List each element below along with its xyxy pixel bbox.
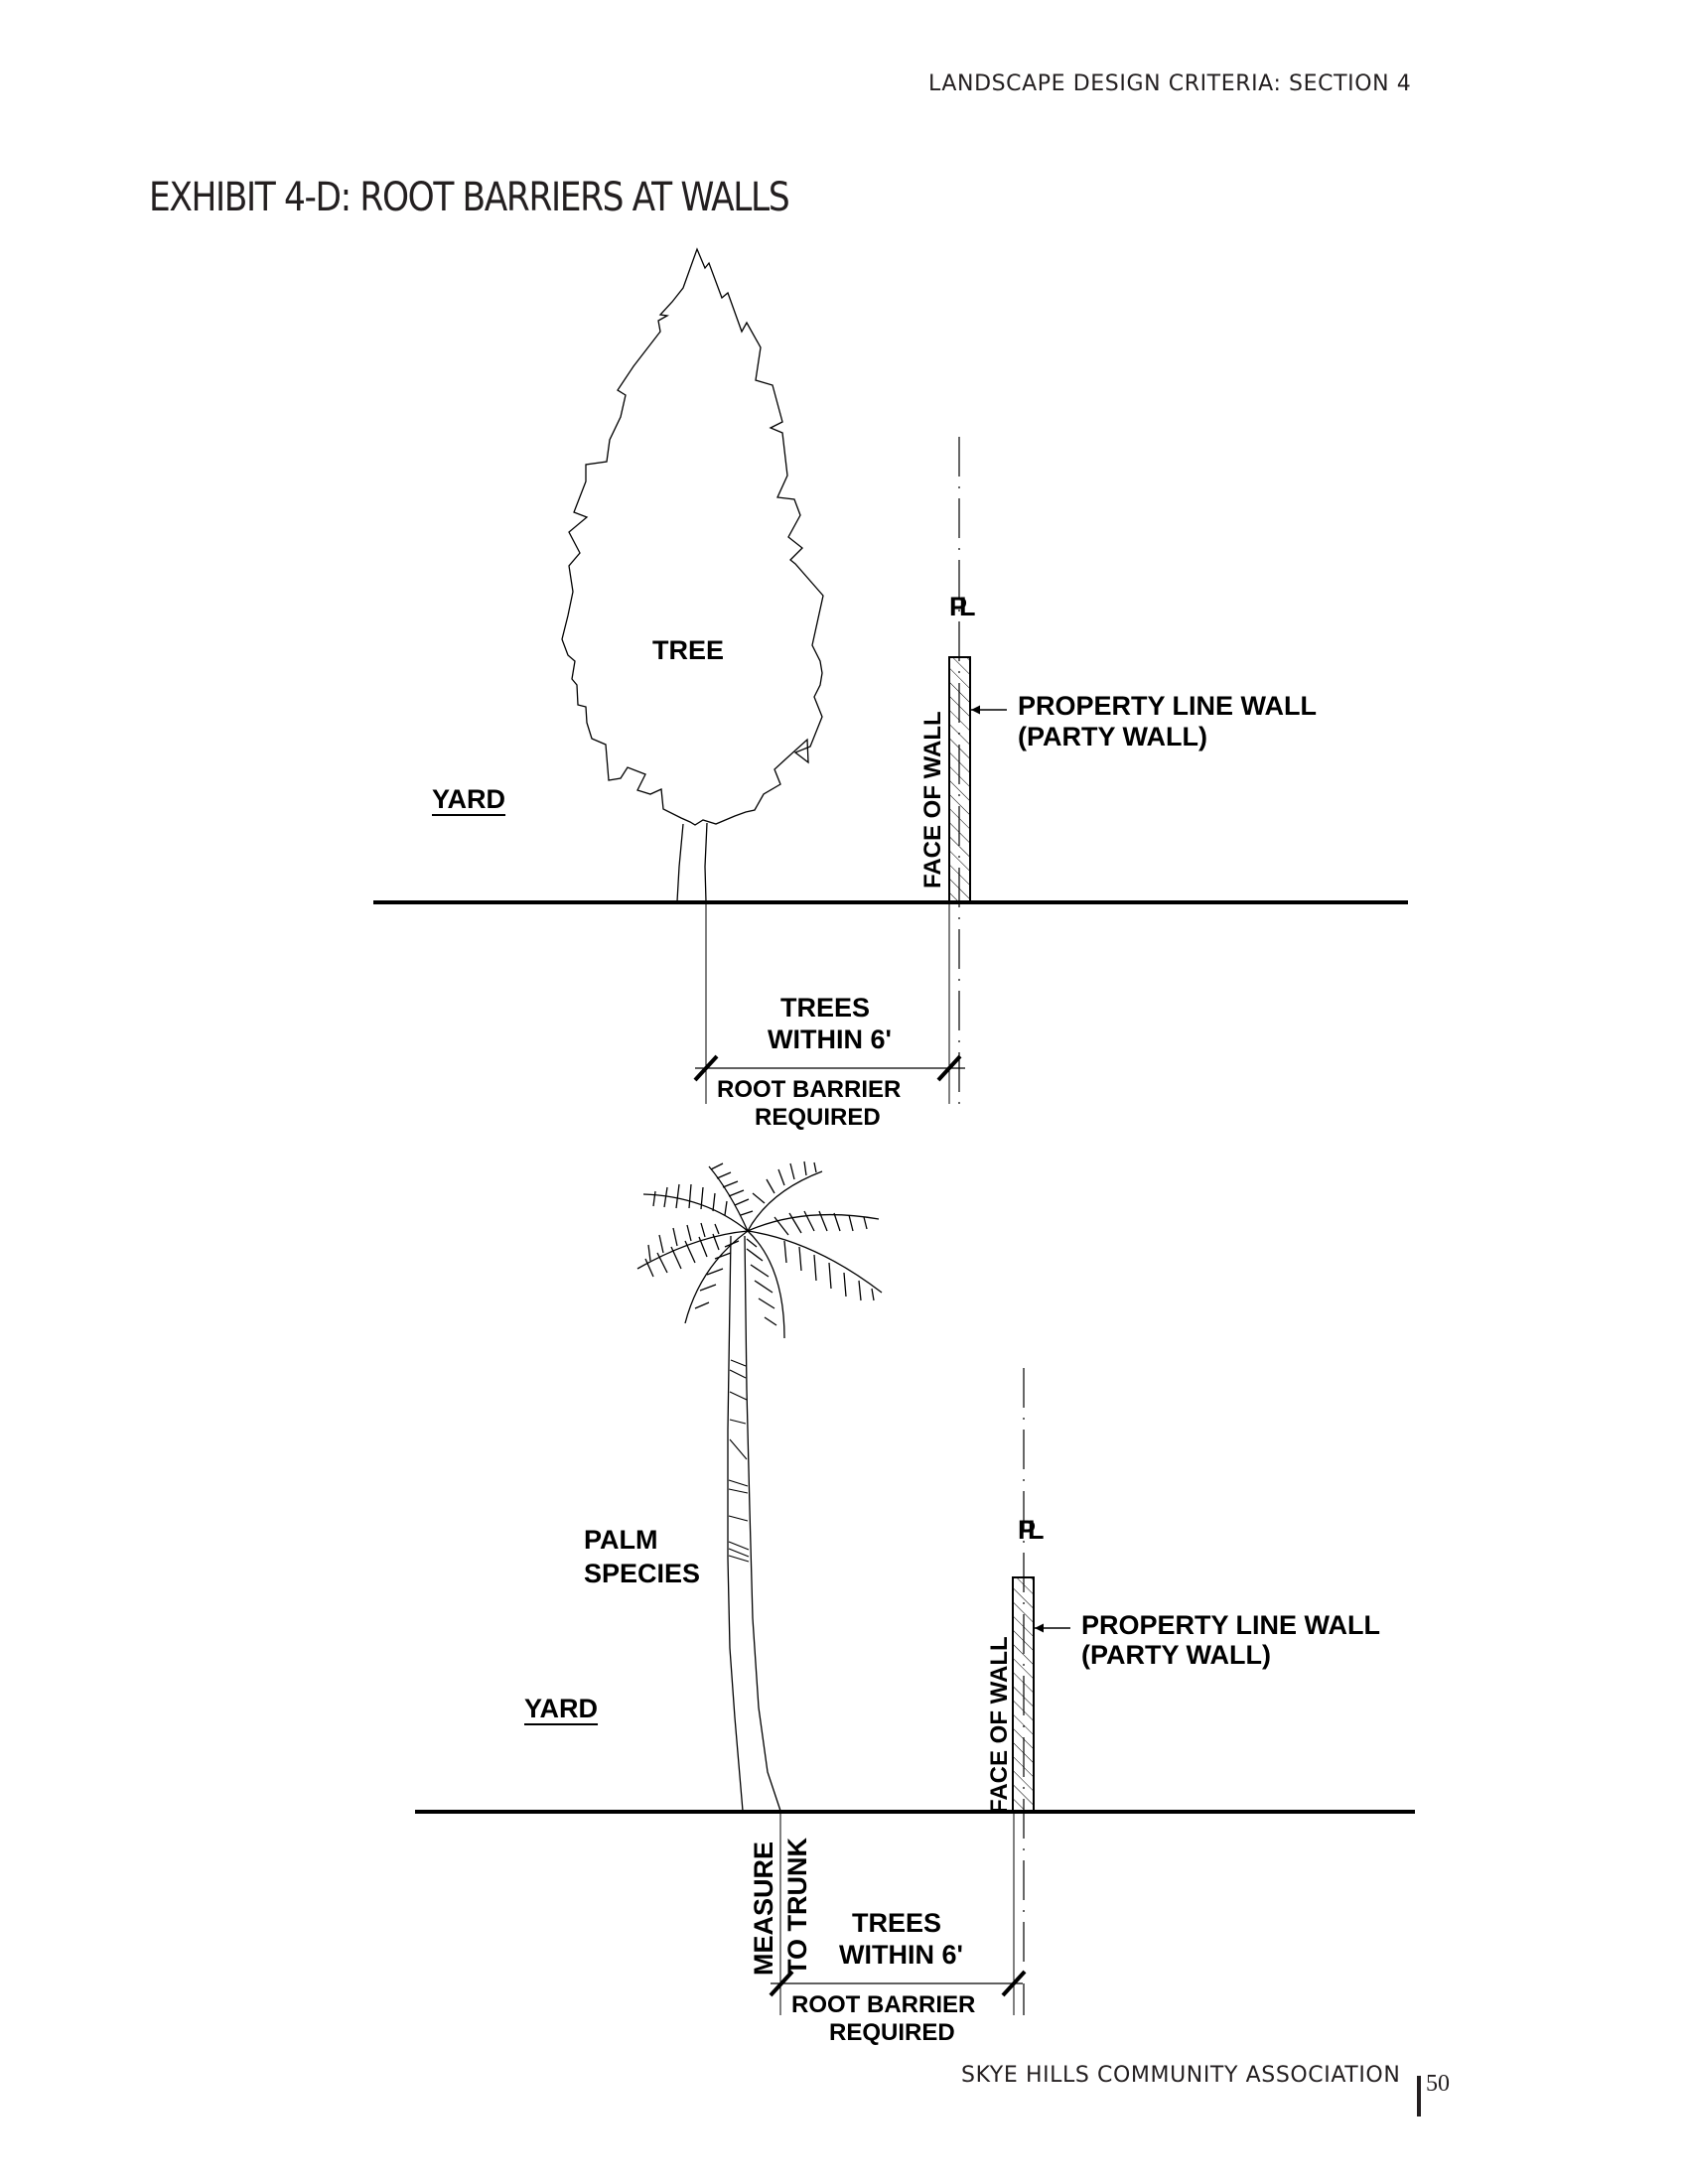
tree-trunk-icon bbox=[676, 822, 708, 902]
footer-divider bbox=[1417, 2076, 1421, 2116]
property-line-symbol: PL bbox=[949, 592, 975, 621]
palm-fronds-icon bbox=[636, 1160, 883, 1339]
wall-label-line1: PROPERTY LINE WALL bbox=[1081, 1610, 1381, 1640]
measure-label-line2: TO TRUNK bbox=[782, 1838, 812, 1976]
barrier-label-line1: ROOT BARRIER bbox=[717, 1076, 902, 1103]
palm-trunk-icon bbox=[727, 1235, 781, 1812]
wall-label-line2: (PARTY WALL) bbox=[1081, 1640, 1271, 1670]
footer-organization: SKYE HILLS COMMUNITY ASSOCIATION bbox=[961, 2063, 1401, 2088]
property-wall bbox=[1012, 1576, 1035, 1813]
property-wall bbox=[948, 656, 971, 903]
top-diagram bbox=[373, 247, 1408, 1104]
section-header: LANDSCAPE DESIGN CRITERIA: SECTION 4 bbox=[928, 71, 1412, 96]
yard-label: YARD bbox=[432, 784, 506, 814]
bottom-diagram bbox=[415, 1160, 1415, 2015]
face-of-wall-label: FACE OF WALL bbox=[986, 1636, 1013, 1814]
dimension-label-line1: TREES bbox=[852, 1908, 942, 1938]
dimension-label-line1: TREES bbox=[780, 993, 871, 1023]
dimension-label-line2: WITHIN 6' bbox=[839, 1940, 963, 1970]
barrier-label-line1: ROOT BARRIER bbox=[791, 1991, 976, 2018]
face-of-wall-label: FACE OF WALL bbox=[919, 711, 946, 888]
barrier-label-line2: REQUIRED bbox=[755, 1104, 881, 1131]
tree-canopy-icon bbox=[561, 247, 824, 826]
measure-label-line1: MEASURE bbox=[749, 1841, 778, 1976]
property-line-symbol: PL bbox=[1018, 1515, 1044, 1545]
page-number: 50 bbox=[1426, 2071, 1450, 2097]
barrier-label-line2: REQUIRED bbox=[829, 2019, 955, 2046]
wall-label-line1: PROPERTY LINE WALL bbox=[1018, 691, 1318, 721]
exhibit-title: EXHIBIT 4-D: ROOT BARRIERS AT WALLS bbox=[149, 175, 790, 220]
palm-label-line1: PALM bbox=[584, 1525, 658, 1555]
yard-label: YARD bbox=[524, 1694, 599, 1723]
palm-label-line2: SPECIES bbox=[584, 1559, 701, 1588]
dimension-label-line2: WITHIN 6' bbox=[768, 1024, 892, 1054]
wall-label-line2: (PARTY WALL) bbox=[1018, 722, 1207, 751]
tree-label: TREE bbox=[652, 635, 725, 665]
